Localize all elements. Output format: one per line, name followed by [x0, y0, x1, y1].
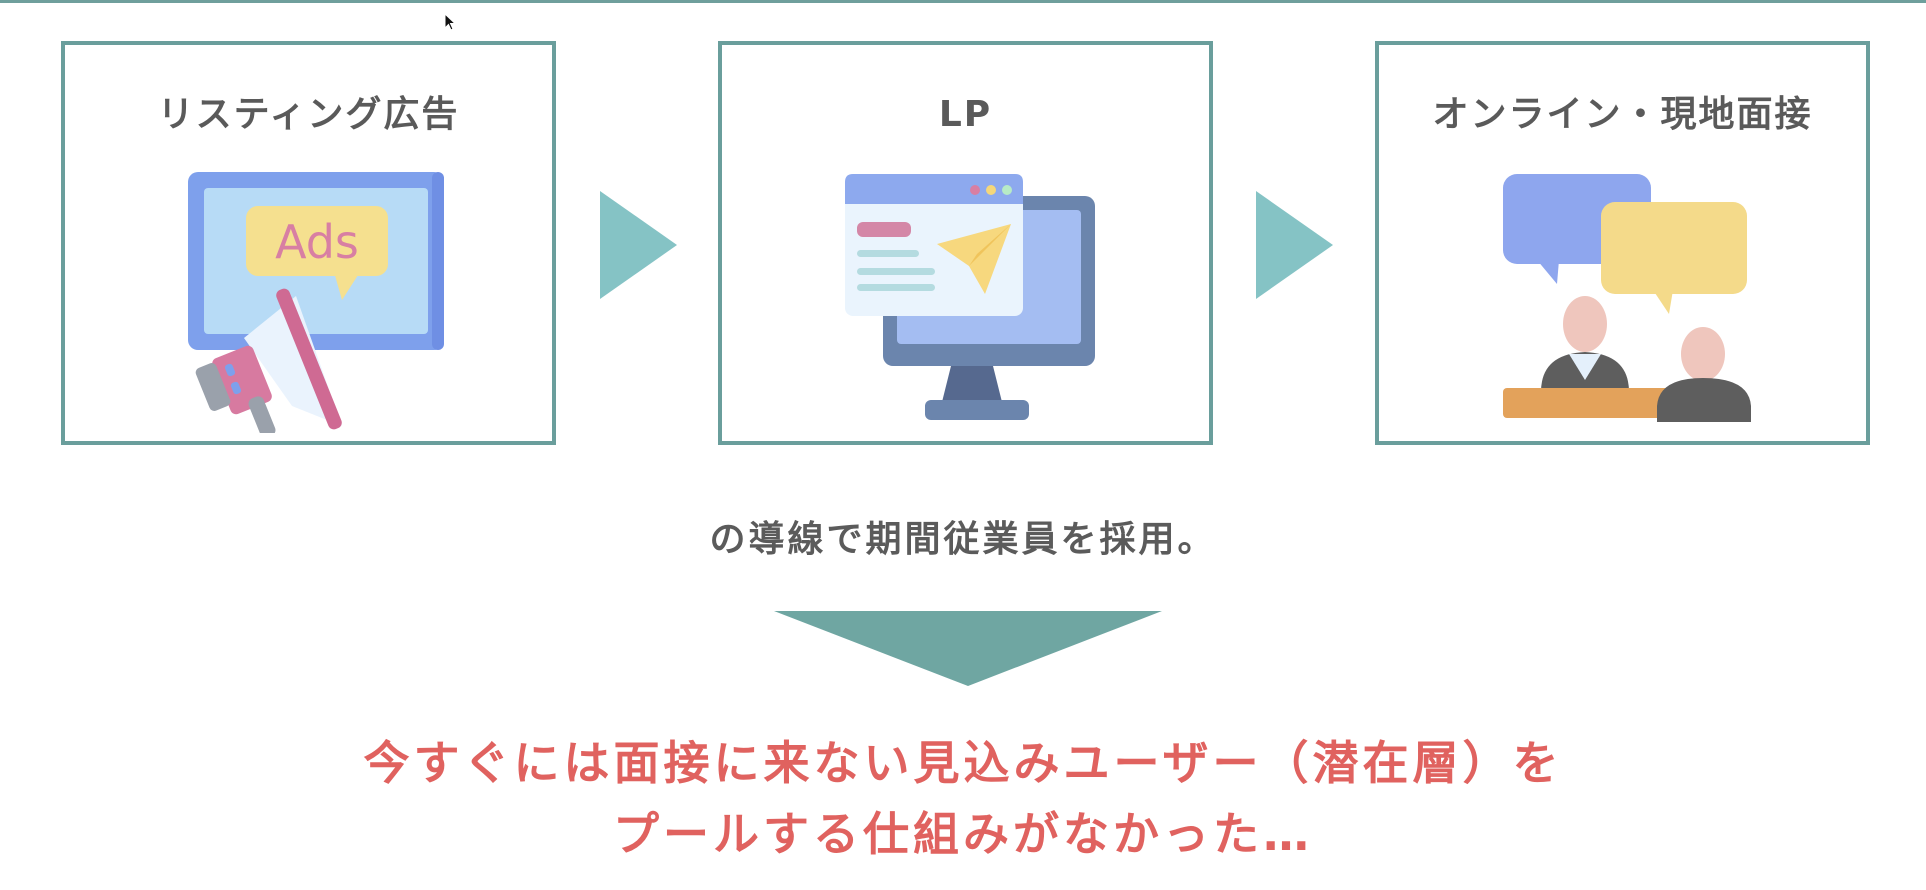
- conclusion-line-2: プールする仕組みがなかった…: [613, 807, 1313, 861]
- interview-chat-icon: [1503, 174, 1751, 422]
- top-rule: [0, 0, 1926, 3]
- step-title: LP: [938, 94, 993, 135]
- step-box-interview: オンライン・現地面接: [1375, 41, 1870, 445]
- down-arrow: [774, 611, 1162, 686]
- conclusion-line-1: 今すぐには面接に来ない見込みユーザー（潜在層）を: [363, 736, 1563, 790]
- flow-caption: の導線で期間従業員を採用。: [709, 519, 1217, 560]
- mouse-cursor-icon: [444, 13, 457, 31]
- step-box-lp: LP: [718, 41, 1213, 445]
- flow-arrow-2: [1256, 191, 1333, 299]
- ads-label: Ads: [275, 215, 359, 269]
- ads-megaphone-icon: Ads: [188, 172, 444, 433]
- flow-arrow-1: [600, 191, 677, 299]
- step-title: リスティング広告: [157, 94, 460, 135]
- step-box-listing-ads: リスティング広告 Ads: [61, 41, 556, 445]
- landing-page-monitor-icon: [845, 174, 1095, 420]
- step-title: オンライン・現地面接: [1432, 94, 1813, 135]
